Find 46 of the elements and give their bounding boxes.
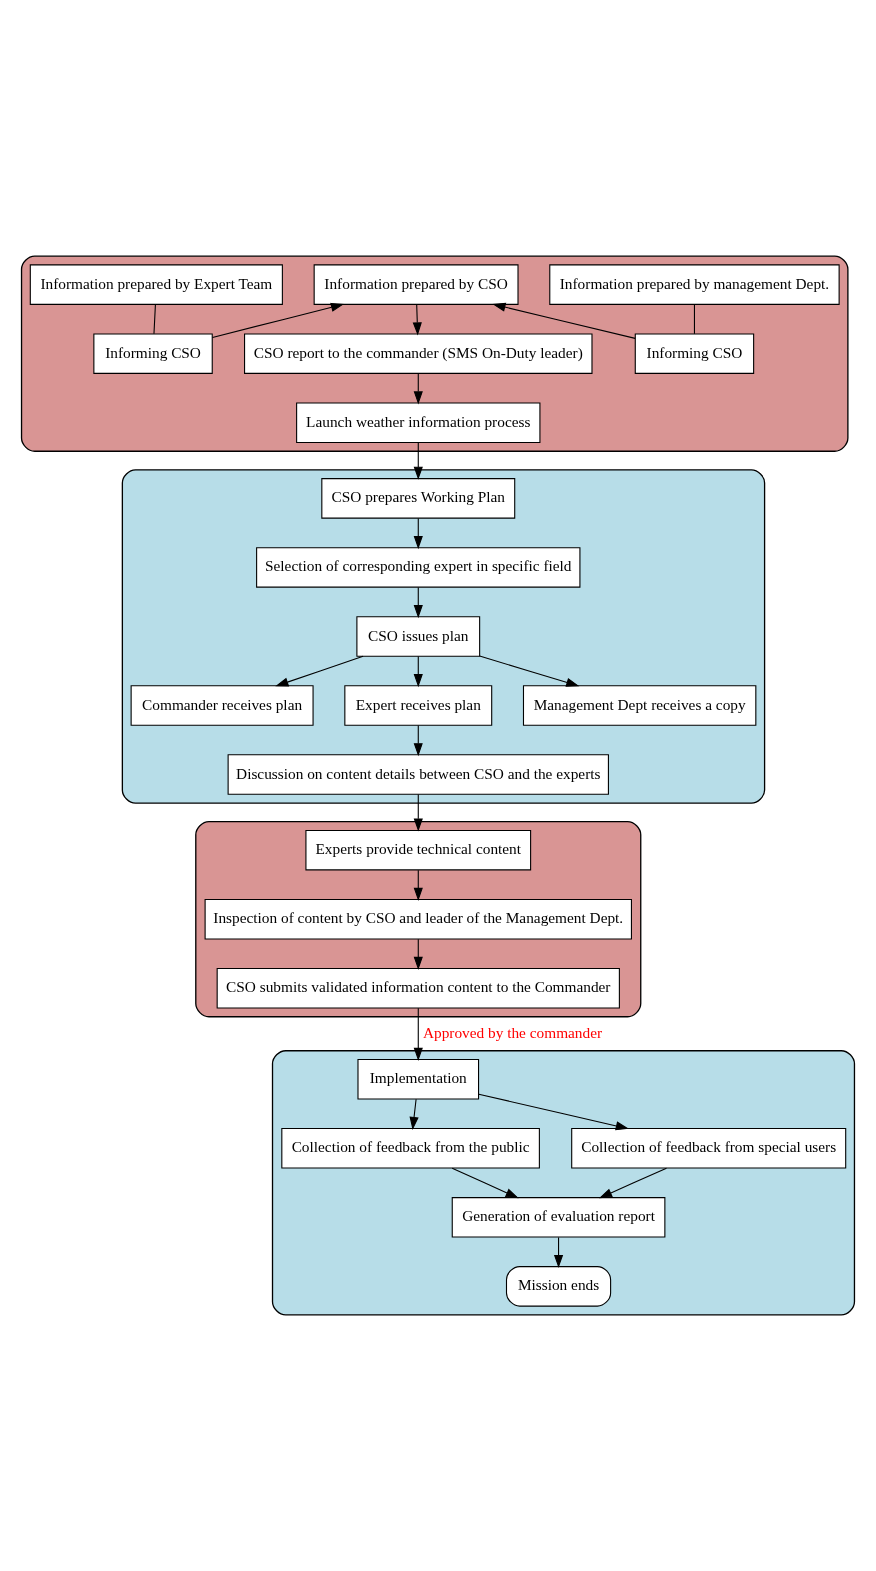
- cluster: [271, 1050, 856, 1316]
- node-box: Management Dept receives a copy: [522, 685, 757, 726]
- arrow: [412, 304, 422, 336]
- arrow: [413, 938, 423, 971]
- connector: [153, 304, 156, 335]
- node-box: Information prepared by Expert Team: [29, 264, 283, 305]
- node-box: Selection of corresponding expert in specific field: [256, 547, 581, 588]
- node-box: CSO submits validated information content to the Commander: [216, 968, 620, 1009]
- node-box: Implementation: [357, 1058, 480, 1100]
- arrow: [413, 586, 423, 619]
- arrow: [598, 1167, 667, 1199]
- node-box: Informing CSO: [93, 333, 213, 374]
- node-box: Commander receives plan: [130, 685, 314, 726]
- node-box: CSO prepares Working Plan: [321, 478, 516, 519]
- node-box: Collection of feedback from the public: [281, 1128, 540, 1169]
- node-box: Experts provide technical content: [305, 829, 532, 871]
- node-box: Launch weather information process: [296, 402, 541, 443]
- arrow: [413, 517, 423, 550]
- arrow: [413, 1007, 423, 1061]
- node-box: Discussion on content details between CSO and the experts: [227, 754, 609, 795]
- arrow: [211, 302, 345, 339]
- arrow: [275, 655, 364, 687]
- arrow: [409, 1098, 419, 1131]
- arrow: [478, 1093, 629, 1131]
- arrow: [413, 869, 423, 901]
- edge-label: Approved by the commander: [422, 1023, 603, 1041]
- connector: [693, 304, 695, 335]
- arrow: [479, 655, 580, 687]
- node-box: Inspection of content by CSO and leader of the Management Dept.: [204, 898, 632, 940]
- cluster: [195, 821, 642, 1018]
- node-box: Information prepared by management Dept.: [549, 264, 840, 305]
- node-box: Collection of feedback from special users: [571, 1128, 847, 1169]
- arrow: [492, 302, 636, 339]
- arrow: [451, 1167, 519, 1199]
- cluster: [121, 469, 766, 804]
- node-box: Mission ends: [505, 1266, 612, 1307]
- node-box: Information prepared by CSO: [313, 264, 519, 305]
- arrow: [413, 794, 423, 832]
- node-box: CSO issues plan: [356, 616, 481, 657]
- node-box: Informing CSO: [634, 333, 755, 374]
- arrow: [553, 1236, 564, 1269]
- cluster: [20, 255, 849, 452]
- node-box: CSO report to the commander (SMS On-Duty leader): [244, 333, 593, 374]
- arrow: [413, 442, 423, 480]
- node-box: Generation of evaluation report: [451, 1197, 666, 1238]
- node-box: Expert receives plan: [344, 685, 493, 726]
